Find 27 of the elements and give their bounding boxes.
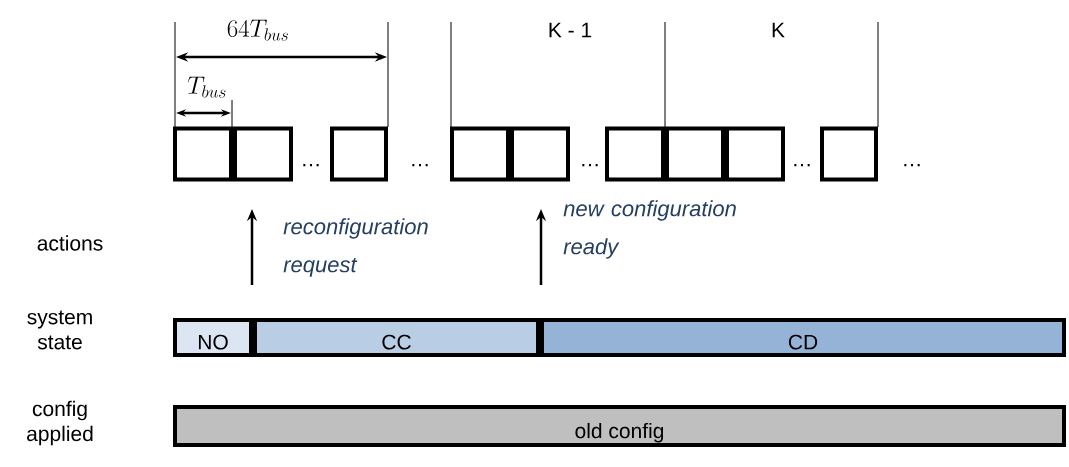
ellipsis: …	[582, 163, 598, 167]
row-label: system state	[27, 310, 92, 350]
state-bar: CC	[253, 318, 540, 357]
slot-box	[450, 126, 510, 182]
state-bar: CD	[540, 318, 1066, 357]
slot-box	[665, 126, 725, 182]
frame-label: K	[772, 22, 785, 38]
slot-box	[820, 126, 878, 182]
dimension-label: $64T_{bus}$	[227, 19, 288, 41]
dimension-label: $T_{bus}$	[187, 76, 226, 98]
slot-box	[605, 126, 665, 182]
row-label: config applied	[27, 400, 93, 446]
frame-label: K - 1	[549, 22, 592, 38]
state-bar: old config	[173, 405, 1066, 447]
slot-box	[330, 126, 388, 182]
slot-box	[510, 126, 570, 182]
row-label: actions	[37, 235, 103, 251]
slot-box	[233, 126, 293, 182]
action-label: new configuration ready	[563, 200, 736, 259]
ellipsis: …	[412, 163, 428, 167]
ellipsis: …	[794, 163, 810, 167]
state-bar: NO	[173, 318, 253, 357]
ellipsis: …	[303, 163, 319, 167]
ellipsis: …	[904, 163, 920, 167]
slot-box	[725, 126, 785, 182]
action-label: reconfiguration request	[283, 218, 428, 277]
slot-box	[173, 126, 233, 182]
